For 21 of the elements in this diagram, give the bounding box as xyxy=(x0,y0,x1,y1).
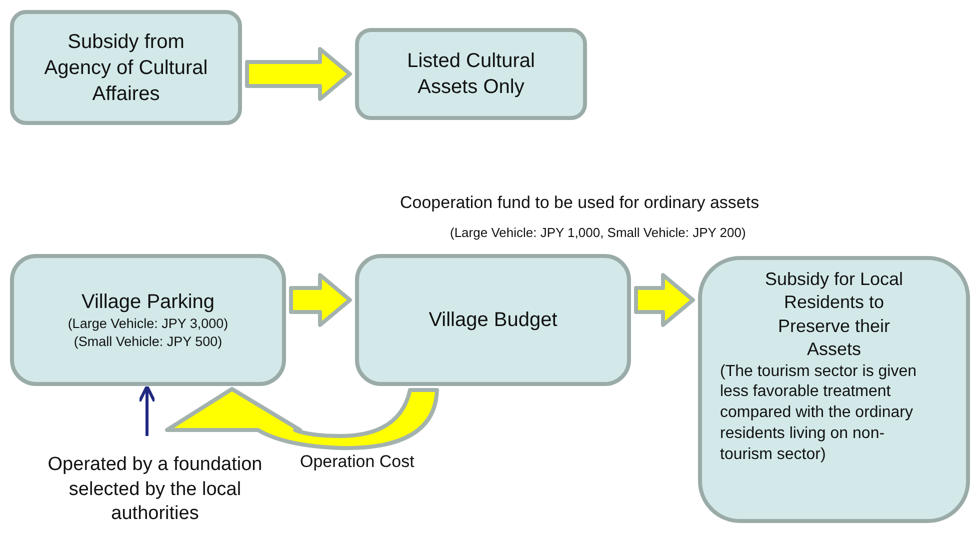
box-title: Subsidy for Local Residents to Preserve their Assets xyxy=(764,268,904,362)
annotation-detail: (Large Vehicle: JPY 1,000, Small Vehicle: JPY 200) xyxy=(450,225,746,240)
curved-block-arrow xyxy=(165,387,439,450)
box-title: Village Parking xyxy=(81,290,215,316)
arrow xyxy=(138,385,156,436)
box-title: Subsidy from Agency of Cultural Affaires xyxy=(43,30,209,106)
process-box xyxy=(355,254,631,386)
note-text: Operated by a foundation selected by the local authorities xyxy=(46,452,264,526)
block-arrow xyxy=(634,273,695,327)
block-arrow xyxy=(289,273,352,327)
process-box xyxy=(698,256,970,523)
process-box xyxy=(10,254,286,386)
block-arrow xyxy=(245,47,352,101)
box-title: Listed Cultural Assets Only xyxy=(406,49,536,100)
annotation-text: Cooperation fund to be used for ordinary assets xyxy=(400,193,760,213)
process-box xyxy=(355,28,587,120)
edge-label: Operation Cost xyxy=(300,452,414,472)
box-description: (The tourism sector is given less favorable treatment compared with the ordinary residents living on non-tourism sector) xyxy=(719,362,918,465)
box-title: Village Budget xyxy=(428,308,558,333)
process-box xyxy=(10,10,242,125)
box-description: (Large Vehicle: JPY 3,000) (Small Vehicle: JPY 500) xyxy=(66,315,230,351)
